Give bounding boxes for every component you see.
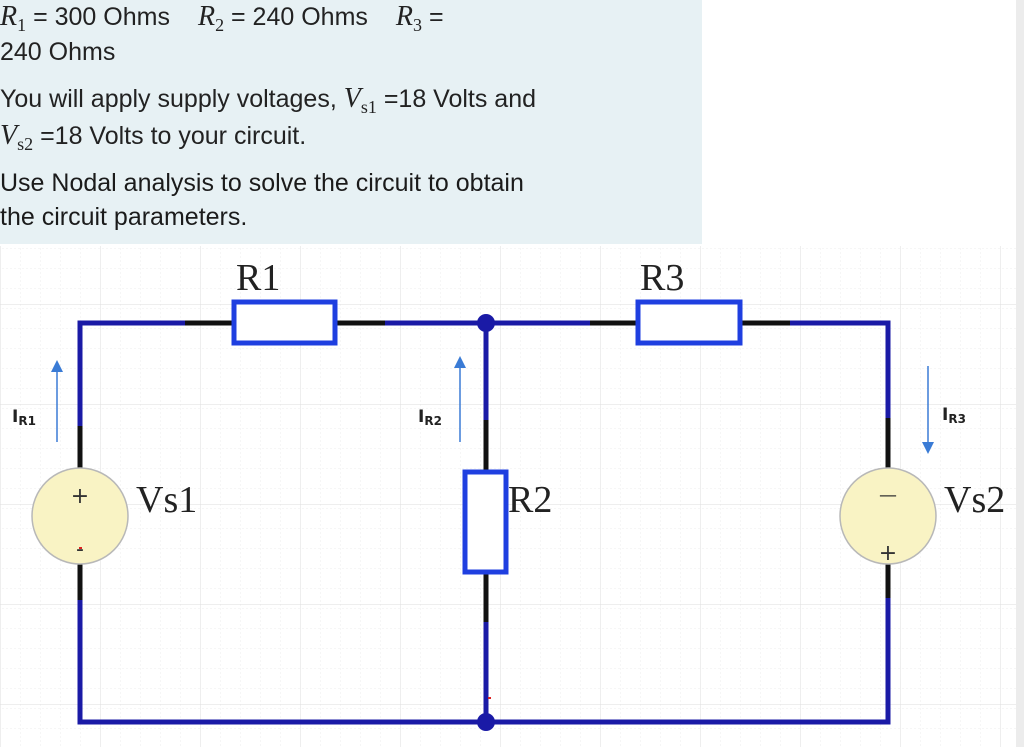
label-vs1: Vs1 — [136, 479, 197, 521]
scrollbar-strip — [1016, 0, 1024, 747]
supply-line-1: You will apply supply voltages, Vs1 =18 … — [0, 84, 536, 122]
label-r3: R3 — [640, 257, 684, 299]
r3-symbol: R — [395, 1, 414, 32]
r1-value: = 300 Ohms — [33, 3, 170, 31]
r2-value: = 240 Ohms — [231, 3, 368, 31]
r1-symbol: R — [0, 1, 18, 32]
vs1-value: =18 Volts and — [383, 85, 537, 113]
instruction-line-1: Use Nodal analysis to solve the circuit … — [0, 169, 524, 197]
vs2-plus-sign: + — [879, 541, 897, 566]
resistor-r3 — [635, 299, 743, 346]
voltage-source-vs2 — [839, 467, 937, 565]
r2-symbol: R — [197, 1, 216, 32]
r1-subscript: 1 — [17, 15, 27, 35]
instruction-line-2: the circuit parameters. — [0, 203, 248, 231]
node-top — [477, 314, 495, 332]
resistor-r1 — [231, 299, 338, 346]
r3-equals: = — [428, 3, 444, 31]
label-vs2: Vs2 — [944, 479, 1005, 521]
r3-subscript: 3 — [413, 15, 423, 35]
ir1-label: IR1 — [12, 407, 36, 428]
node-bottom — [477, 713, 495, 731]
r2-subscript: 2 — [215, 15, 225, 35]
voltage-source-vs1 — [31, 467, 129, 565]
wire-right-top — [790, 320, 891, 418]
vs2-value: =18 Volts to your circuit. — [40, 122, 307, 150]
r3-value-line: 240 Ohms — [0, 38, 116, 66]
supply-intro: You will apply supply voltages, — [0, 85, 337, 113]
vs1-subscript: s1 — [360, 97, 377, 117]
supply-line-2: Vs2 =18 Volts to your circuit. — [0, 121, 306, 159]
resistor-r2 — [462, 469, 509, 575]
vs2-symbol: V — [0, 120, 18, 151]
vs2-subscript: s2 — [17, 134, 34, 154]
vs1-minus-sign: - — [76, 537, 84, 562]
problem-text-panel — [0, 0, 702, 244]
label-r1: R1 — [236, 257, 280, 299]
ir2-label: IR2 — [418, 407, 442, 428]
vs1-plus-sign: + — [71, 484, 89, 509]
vs1-symbol: V — [343, 83, 361, 114]
vs2-minus-sign: — — [879, 485, 897, 506]
label-r2: R2 — [508, 479, 552, 521]
ir3-label: IR3 — [942, 405, 966, 426]
